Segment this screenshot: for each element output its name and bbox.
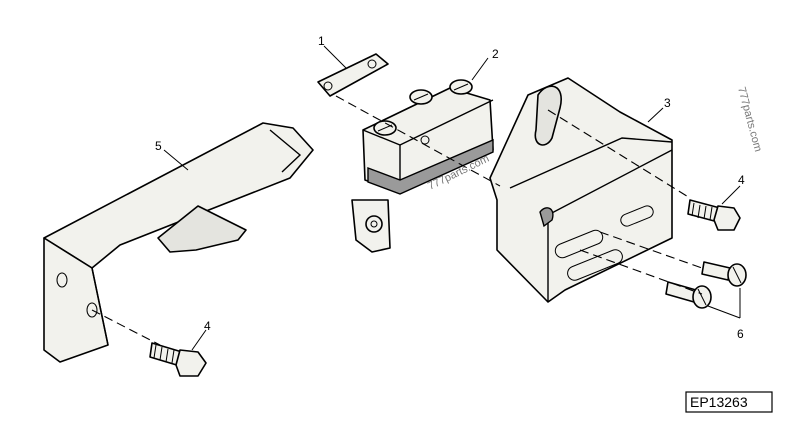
watermark-right: 777parts.com [735, 86, 764, 153]
callout-1: 1 [318, 34, 325, 48]
assembly-lines [91, 95, 703, 346]
part-2-switch [351, 79, 494, 253]
figure-code: EP13263 [690, 394, 748, 410]
callout-6: 6 [737, 327, 744, 341]
part-1-link-plate [317, 53, 389, 97]
callout-3: 3 [664, 96, 671, 110]
part-4-screw-left [149, 342, 207, 377]
callout-2: 2 [492, 47, 499, 61]
leader-lines [163, 45, 741, 351]
callout-4-left: 4 [204, 319, 211, 333]
callout-4-right: 4 [738, 173, 745, 187]
figure-code-box: EP13263 [685, 391, 773, 413]
callout-5: 5 [155, 139, 162, 153]
part-3-mount-bracket [489, 77, 673, 303]
part-5-bracket [43, 122, 314, 363]
part-4-screw-right [687, 199, 741, 231]
part-6-screws [665, 261, 747, 309]
